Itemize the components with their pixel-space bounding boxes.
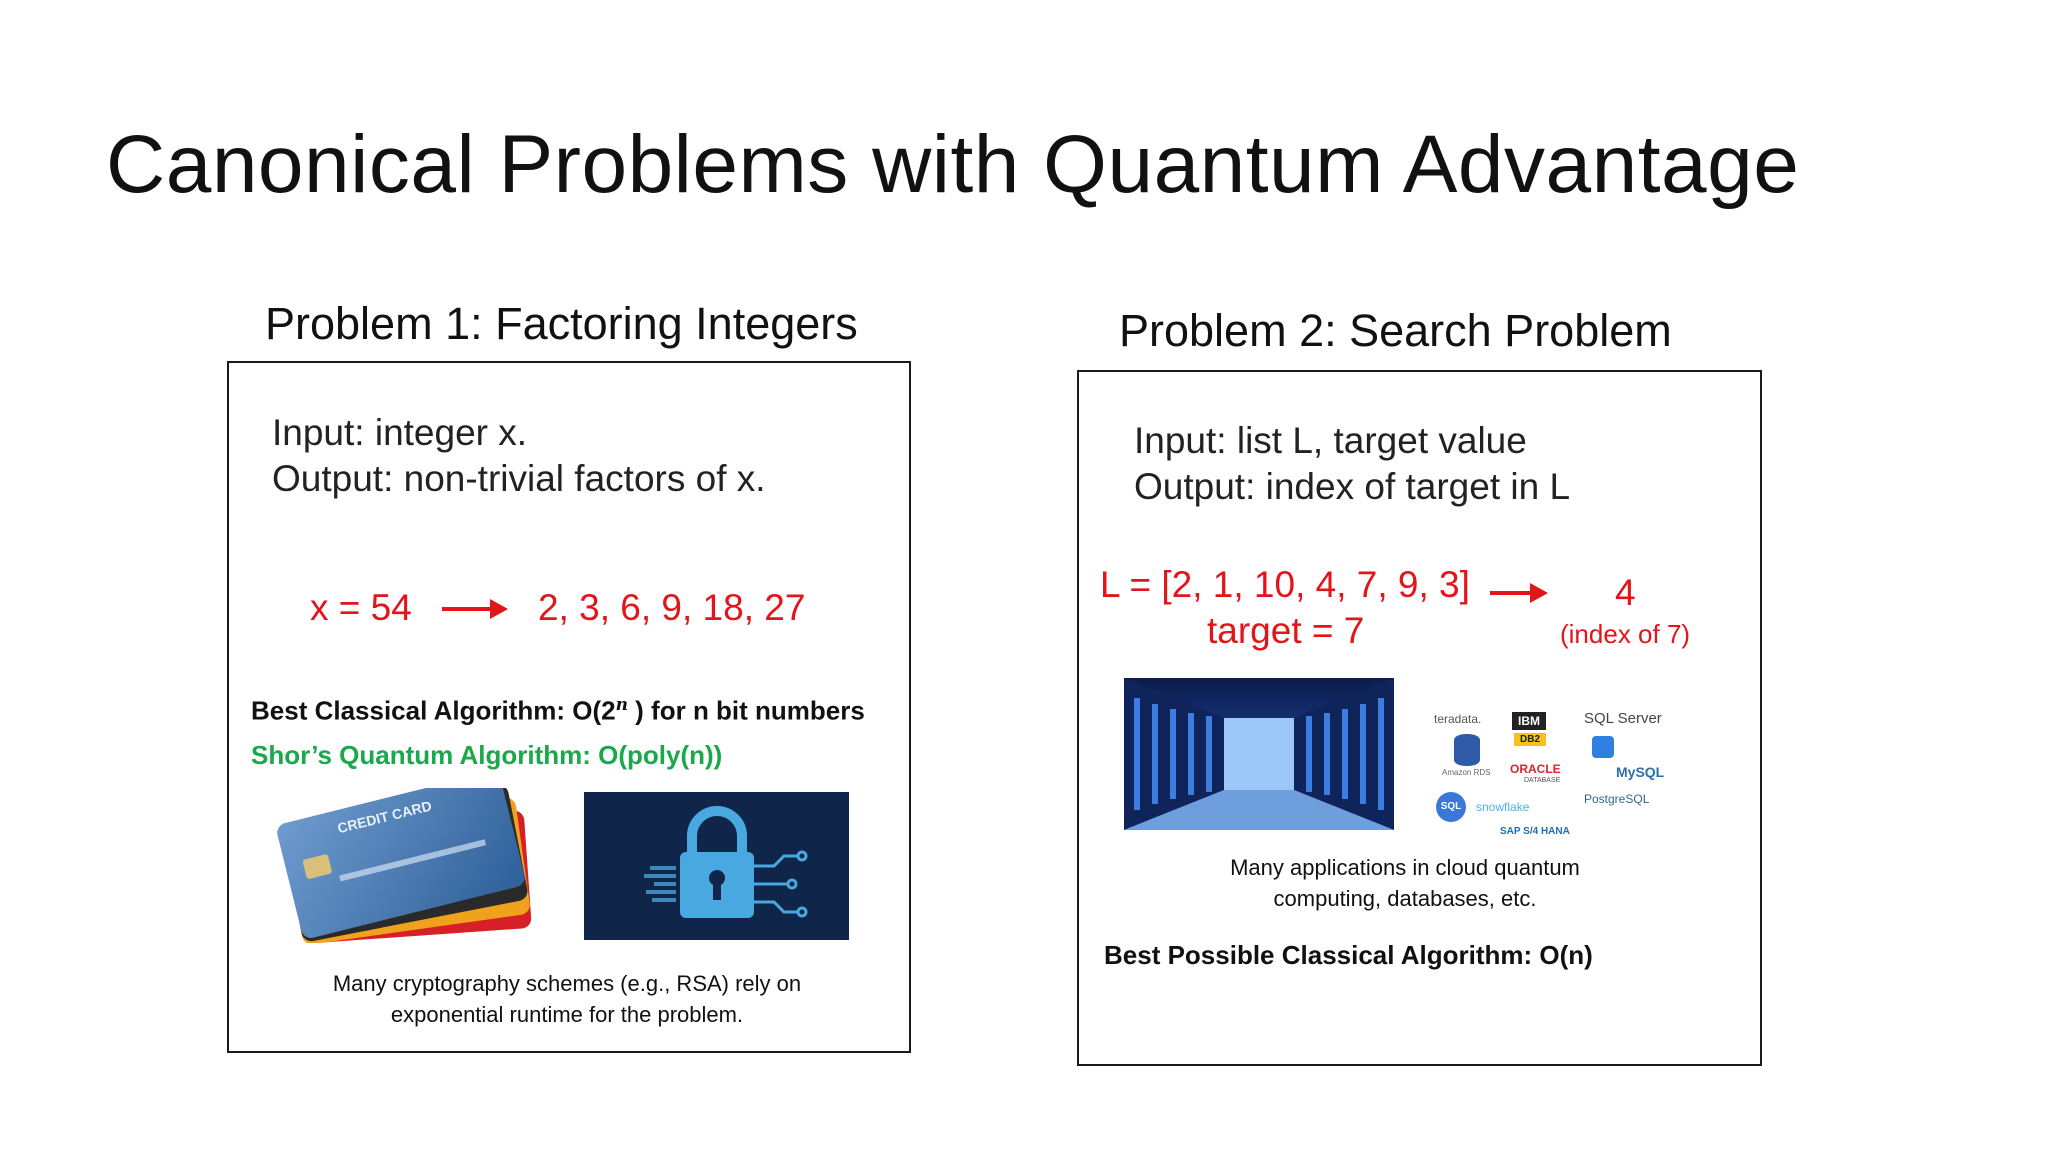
credit-cards-image: CREDIT CARD [276, 788, 544, 943]
problem1-caption-line1: Many cryptography schemes (e.g., RSA) re… [332, 971, 802, 996]
teradata-logo: teradata. [1434, 712, 1482, 726]
db2-logo: DB2 [1514, 733, 1547, 746]
database-logos-image: teradata. IBM DB2 SQL Server Amazon RDS … [1424, 700, 1690, 850]
problem2-example-target: target = 7 [1207, 610, 1365, 651]
google-sql-logo: SQL [1436, 792, 1466, 822]
classical-exponent: n [615, 695, 628, 715]
sql-server-logo: SQL Server [1584, 710, 1662, 727]
padlock-icon [644, 806, 808, 918]
oracle-database-label: DATABASE [1524, 777, 1561, 784]
slide-title: Canonical Problems with Quantum Advantag… [106, 119, 1800, 210]
problem2-caption-line2: computing, databases, etc. [1273, 886, 1537, 911]
server-room-image [1124, 678, 1394, 830]
problem1-input: Input: integer x. [272, 412, 528, 453]
problem2-input: Input: list L, target value [1134, 420, 1527, 461]
problem1-example-input: x = 54 [310, 587, 412, 628]
ibm-logo: IBM [1512, 712, 1546, 730]
classical-prefix: Best Classical Algorithm: O(2 [251, 695, 616, 726]
sql-cube-icon [1592, 736, 1614, 758]
arrow-icon [442, 599, 508, 619]
problem1-classical-algorithm: Best Classical Algorithm: O(2n ) for n b… [251, 695, 865, 727]
problem2-heading: Problem 2: Search Problem [1119, 305, 1672, 356]
problem1-caption: Many cryptography schemes (e.g., RSA) re… [267, 968, 867, 1030]
lock-image [584, 792, 849, 940]
mysql-logo: MySQL [1616, 764, 1665, 780]
postgresql-logo: PostgreSQL [1584, 792, 1650, 806]
problem1-example-output: 2, 3, 6, 9, 18, 27 [538, 587, 806, 628]
snowflake-logo: snowflake [1476, 800, 1530, 814]
problem2-example-output: 4 [1615, 572, 1636, 613]
amazon-rds-icon [1454, 734, 1480, 766]
problem1-heading: Problem 1: Factoring Integers [265, 298, 858, 349]
card-chip-icon [302, 853, 333, 880]
problem1-output: Output: non-trivial factors of x. [272, 458, 766, 499]
problem2-example-output-note: (index of 7) [1560, 619, 1691, 649]
server-racks-icon [1124, 678, 1394, 830]
arrow-icon [1490, 583, 1548, 603]
problem2-classical-algorithm: Best Possible Classical Algorithm: O(n) [1104, 940, 1593, 970]
classical-suffix: ) for n bit numbers [627, 695, 865, 726]
problem1-quantum-algorithm: Shor’s Quantum Algorithm: O(poly(n)) [251, 740, 723, 770]
problem1-caption-line2: exponential runtime for the problem. [390, 1002, 744, 1027]
oracle-logo: ORACLE [1510, 762, 1561, 776]
sap-hana-logo: SAP S/4 HANA [1500, 826, 1570, 837]
problem2-example-list: L = [2, 1, 10, 4, 7, 9, 3] [1100, 564, 1470, 605]
card-label: CREDIT CARD [335, 797, 434, 837]
amazon-rds-logo: Amazon RDS [1442, 768, 1491, 777]
problem2-caption-line1: Many applications in cloud quantum [1230, 855, 1580, 880]
problem2-box [1077, 370, 1762, 1066]
problem2-output: Output: index of target in L [1134, 466, 1571, 507]
problem2-caption: Many applications in cloud quantum compu… [1100, 852, 1710, 914]
